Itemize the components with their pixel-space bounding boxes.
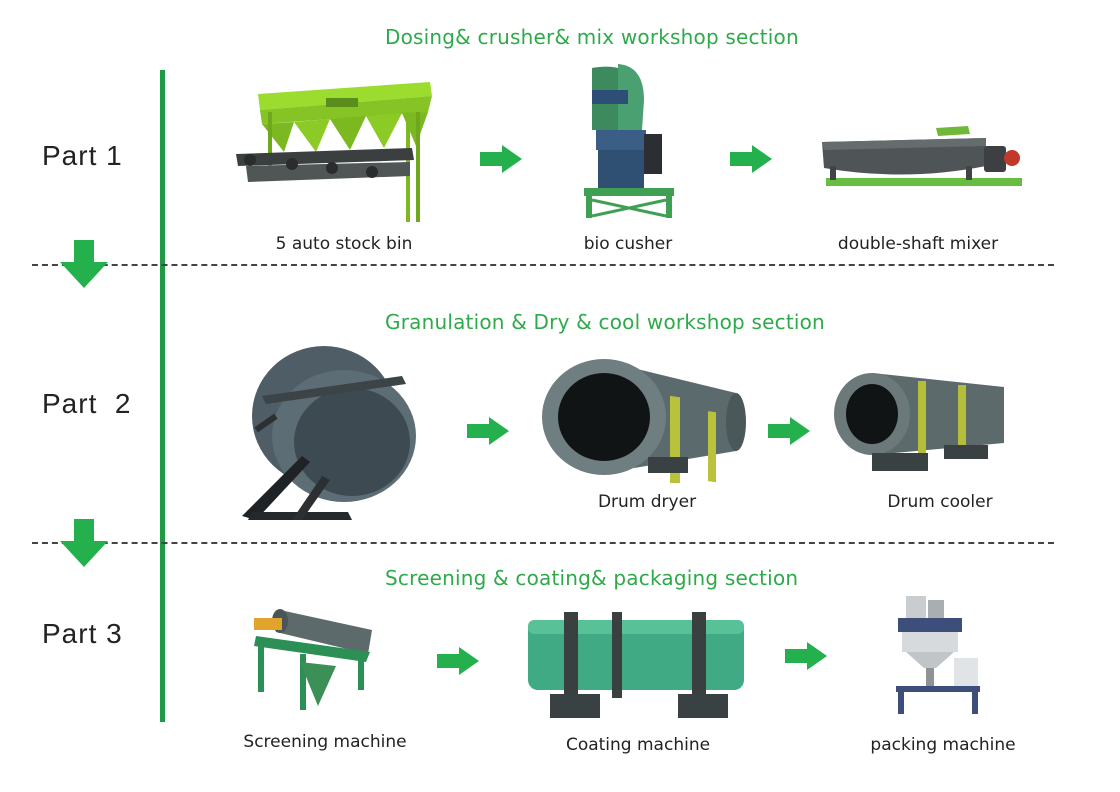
down-arrow-icon [60, 240, 108, 288]
drum-cooler-icon [832, 365, 1016, 477]
mixer-icon [816, 122, 1026, 194]
right-arrow-icon [768, 417, 810, 445]
right-arrow-icon [437, 647, 479, 675]
right-arrow-icon [467, 417, 509, 445]
machine-label: Coating machine [565, 735, 711, 755]
machine-label: Screening machine [243, 732, 407, 752]
machine-label: packing machine [870, 735, 1016, 755]
section-title-2: Granulation & Dry & cool workshop sectio… [385, 310, 825, 334]
machine-label: 5 auto stock bin [275, 234, 413, 254]
coating-drum-icon [520, 608, 752, 720]
machine-label: Drum cooler [887, 492, 993, 512]
right-arrow-icon [785, 642, 827, 670]
stock-bin-icon [232, 72, 442, 224]
part-label-1: Part 1 [42, 140, 123, 171]
machine-label: Drum dryer [597, 492, 697, 512]
drum-dryer-icon [536, 355, 750, 483]
separator-1 [32, 264, 1054, 266]
section-title-1: Dosing& crusher& mix workshop section [385, 25, 799, 49]
crusher-icon [578, 60, 682, 220]
screener-icon [240, 602, 380, 714]
part-label-2: Part 2 [42, 388, 132, 419]
part-label-3: Part 3 [42, 618, 123, 649]
separator-2 [32, 542, 1054, 544]
right-arrow-icon [480, 145, 522, 173]
down-arrow-icon [60, 519, 108, 567]
pan-granulator-icon [232, 336, 422, 526]
timeline-line [160, 70, 165, 722]
right-arrow-icon [730, 145, 772, 173]
section-title-3: Screening & coating& packaging section [385, 566, 799, 590]
machine-label: bio cusher [583, 234, 673, 254]
packing-machine-icon [888, 594, 988, 716]
machine-label: double-shaft mixer [837, 234, 999, 254]
